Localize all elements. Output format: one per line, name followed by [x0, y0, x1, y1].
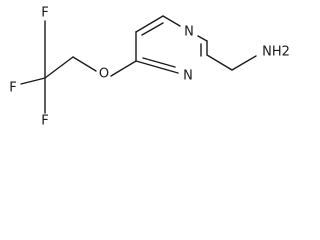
atom-fluorine-top: F: [41, 6, 48, 21]
molecule-structure: F F F O N N NH2: [9, 6, 290, 129]
bond-ring-c5-c6-single: [135, 15, 164, 33]
bond-ring-c5-c6-double: [141, 22, 164, 36]
bond-ring-c6-n1: [162, 15, 181, 27]
atom-nitrogen-ring-bottom: N: [183, 69, 193, 84]
bond-ring-n1-c2-single: [197, 35, 208, 42]
bond-ch2-o: [72, 56, 97, 72]
atom-nitrogen-ring-top: N: [184, 25, 194, 40]
bond-layer: [20, 15, 257, 114]
atom-layer: F F F O N N NH2: [9, 6, 290, 129]
atom-amine: NH2: [262, 45, 290, 60]
atom-fluorine-bottom: F: [41, 114, 48, 129]
atom-fluorine-mid: F: [9, 81, 16, 96]
bond-ring-n3-c4-double: [142, 57, 176, 68]
atom-oxygen-ether: O: [99, 67, 109, 82]
bond-ch2-nh2: [231, 55, 257, 71]
bond-c-f-mid: [20, 77, 46, 85]
bond-ring-n3-c4: [135, 60, 179, 74]
bond-cf3-ch2: [44, 56, 74, 79]
bond-o-ring: [110, 60, 137, 77]
bond-ring-ch2: [206, 54, 233, 71]
